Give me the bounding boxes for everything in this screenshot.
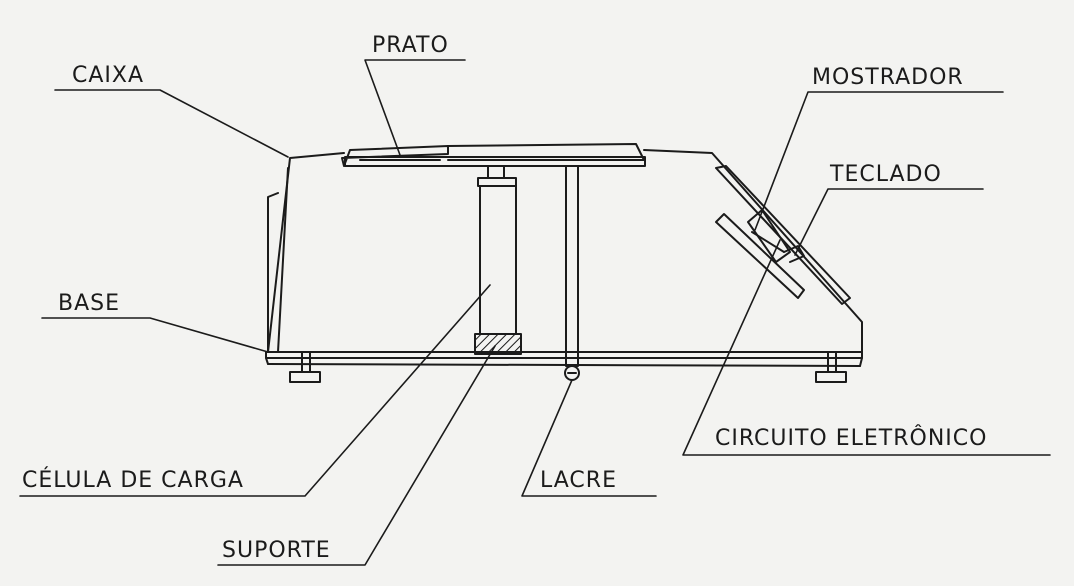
- leader-teclado: [794, 188, 984, 256]
- label-teclado: TECLADO: [830, 162, 942, 187]
- label-circuito: CIRCUITO ELETRÔNICO: [715, 426, 988, 451]
- leader-lacre: [521, 379, 657, 497]
- label-caixa: CAIXA: [72, 63, 145, 88]
- seal-rod: [564, 165, 580, 381]
- leader-prato: [364, 59, 466, 156]
- leader-celula: [19, 284, 491, 497]
- label-celula: CÉLULA DE CARGA: [22, 468, 244, 493]
- leader-mostrador: [754, 91, 1004, 231]
- leader-circuito: [682, 239, 1051, 456]
- leader-base: [41, 317, 269, 353]
- label-lacre: LACRE: [540, 468, 617, 493]
- label-suporte: SUPORTE: [222, 538, 331, 563]
- display-keyboard-assembly: [715, 165, 851, 305]
- leader-suporte: [217, 345, 496, 566]
- label-prato: PRATO: [372, 33, 449, 58]
- feet: [289, 351, 847, 383]
- housing-body: [267, 149, 863, 353]
- leader-lines: [19, 59, 1051, 566]
- weighing-pan: [341, 143, 646, 167]
- leader-caixa: [54, 89, 289, 158]
- label-mostrador: MOSTRADOR: [812, 65, 964, 90]
- support-block: [474, 333, 522, 355]
- load-cell-column: [477, 165, 517, 335]
- label-base: BASE: [58, 291, 121, 316]
- base-plate: [265, 351, 863, 367]
